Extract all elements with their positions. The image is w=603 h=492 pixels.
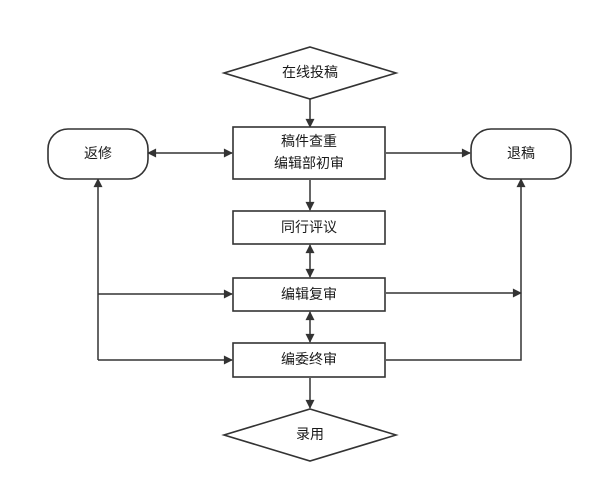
terminal-shape: [47, 128, 149, 180]
node-first-review: 稿件查重 编辑部初审: [232, 126, 386, 180]
process-box: [232, 342, 386, 378]
node-revise-label: 返修: [84, 146, 112, 162]
edges: [93, 99, 526, 409]
diamond-shape: [221, 46, 399, 100]
node-submit: 在线投稿: [221, 46, 399, 100]
process-box: [232, 126, 386, 180]
node-first-review-label-line2: 编辑部初审: [274, 155, 344, 172]
diamond-shape: [221, 408, 399, 462]
node-peer-review: 同行评议: [232, 210, 386, 245]
process-box: [232, 210, 386, 245]
node-peer-review-label: 同行评议: [281, 220, 337, 236]
node-submit-label: 在线投稿: [282, 65, 338, 81]
node-revise: 返修: [47, 128, 149, 180]
process-box: [232, 277, 386, 312]
node-accept: 录用: [221, 408, 399, 462]
node-final-review-label: 编委终审: [281, 352, 337, 368]
node-first-review-label-line1: 稿件查重: [281, 134, 337, 150]
edge-final-review-to-right: [386, 178, 526, 361]
node-reject-label: 退稿: [507, 146, 535, 162]
terminal-shape: [470, 128, 572, 180]
node-accept-label: 录用: [296, 427, 324, 443]
node-re-review-label: 编辑复审: [281, 286, 337, 303]
node-final-review: 编委终审: [232, 342, 386, 378]
node-re-review: 编辑复审: [232, 277, 386, 312]
node-reject: 退稿: [470, 128, 572, 180]
